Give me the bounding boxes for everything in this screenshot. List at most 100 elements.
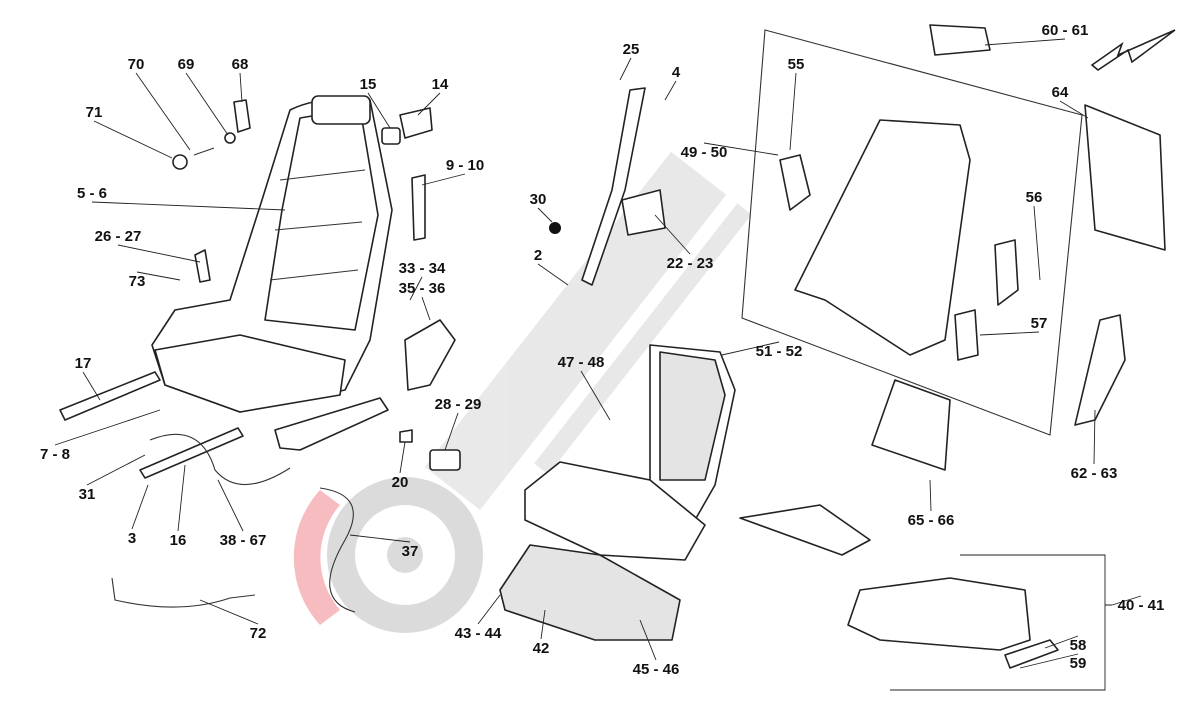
callout-leader-line: [619, 57, 632, 81]
callout-leader-line: [199, 599, 259, 625]
part-71: [172, 154, 188, 170]
callout-leader-line: [537, 207, 553, 223]
callout-label: 15: [360, 76, 377, 93]
wiring-38-67: [149, 433, 291, 486]
callout-leader-line: [93, 120, 173, 159]
callout-leader-line: [54, 409, 161, 446]
callout-label: 60 - 61: [1042, 22, 1089, 39]
callout-leader-line: [540, 609, 546, 640]
bracket-40-41: [890, 554, 1112, 691]
part-9-10: [411, 174, 426, 241]
callout-leader-line: [409, 276, 423, 301]
backrest-frame-panel: [741, 29, 1083, 436]
wiring-72: [111, 577, 256, 608]
callout-label: 5 - 6: [77, 185, 107, 202]
callout-label: 22 - 23: [667, 255, 714, 272]
callout-label: 3: [128, 530, 136, 547]
backrest-rear-panel: [1084, 104, 1166, 251]
part-58-59: [1004, 639, 1059, 669]
callout-leader-line: [135, 72, 191, 151]
seat-side-trim: [274, 397, 389, 451]
headrest: [929, 24, 991, 56]
callout-leader-line: [177, 464, 186, 532]
callout-label: 38 - 67: [220, 532, 267, 549]
callout-leader-line: [654, 214, 691, 255]
side-cover: [404, 319, 456, 391]
callout-label: 35 - 36: [399, 280, 446, 297]
callout-label: 37: [402, 543, 419, 560]
callout-leader-line: [349, 534, 411, 543]
callout-leader-line: [703, 142, 779, 156]
part-68: [233, 99, 251, 133]
callout-label: 47 - 48: [558, 354, 605, 371]
callout-label: 28 - 29: [435, 396, 482, 413]
watermark-logo: [293, 477, 483, 633]
part-70: [193, 147, 215, 156]
watermark-lettering: [424, 151, 752, 510]
callout-leader-line: [239, 72, 243, 103]
part-15: [381, 127, 401, 145]
callout-leader-line: [367, 92, 391, 129]
callout-label: 59: [1070, 655, 1087, 672]
part-28-29: [429, 449, 461, 471]
backrest-frame: [794, 119, 971, 356]
heater-pad-seat: [739, 504, 871, 556]
seat-belt: [581, 87, 646, 286]
callout-label: 68: [232, 56, 249, 73]
callout-leader-line: [117, 244, 201, 263]
callout-label: 16: [170, 532, 187, 549]
callout-leader-line: [721, 341, 780, 356]
callout-leader-line: [537, 263, 569, 286]
callout-label: 40 - 41: [1118, 597, 1165, 614]
callout-leader-line: [1111, 595, 1142, 606]
callout-label: 33 - 34: [399, 260, 446, 277]
callout-label: 26 - 27: [95, 228, 142, 245]
callout-leader-line: [639, 619, 657, 661]
callout-label: 17: [75, 355, 92, 372]
seat-rail-right: [139, 427, 244, 479]
callout-leader-line: [444, 412, 459, 451]
callout-leaders: [54, 38, 1142, 669]
seat-cushion-cover: [524, 461, 706, 561]
callout-label: 30: [530, 191, 547, 208]
callout-leader-line: [399, 441, 406, 474]
callout-label: 72: [250, 625, 267, 642]
seat-rail-left: [59, 371, 161, 421]
callout-leader-line: [477, 594, 501, 625]
callout-label: 4: [672, 64, 681, 81]
callout-leader-line: [1033, 205, 1041, 281]
callout-label: 31: [79, 486, 96, 503]
callout-leader-line: [217, 479, 244, 532]
callout-label: 43 - 44: [455, 625, 502, 642]
callout-label: 9 - 10: [446, 157, 484, 174]
callout-label: 25: [623, 41, 640, 58]
callout-leader-line: [131, 484, 149, 530]
callout-leader-line: [580, 370, 611, 421]
part-57: [954, 309, 979, 361]
callout-label: 49 - 50: [681, 144, 728, 161]
callout-label: 45 - 46: [633, 661, 680, 678]
callout-leader-line: [185, 72, 229, 136]
callout-label: 69: [178, 56, 195, 73]
callout-label: 51 - 52: [756, 343, 803, 360]
callout-label: 62 - 63: [1071, 465, 1118, 482]
callout-leader-line: [421, 173, 466, 186]
callout-leader-line: [789, 72, 797, 151]
seat-frame: [847, 577, 1031, 651]
side-trim-62-63: [1074, 314, 1126, 426]
callout-label: 56: [1026, 189, 1043, 206]
callout-label: 73: [129, 273, 146, 290]
callout-label: 55: [788, 56, 805, 73]
part-30: [549, 222, 561, 234]
callout-label: 64: [1052, 84, 1069, 101]
callout-label: 65 - 66: [908, 512, 955, 529]
backrest-cover-insert: [659, 351, 726, 481]
heater-pad-back: [871, 379, 951, 471]
callout-leader-line: [136, 271, 181, 281]
callout-label: 20: [392, 474, 409, 491]
arrow-down-left-icon: [1090, 29, 1176, 71]
callout-label: 71: [86, 104, 103, 121]
